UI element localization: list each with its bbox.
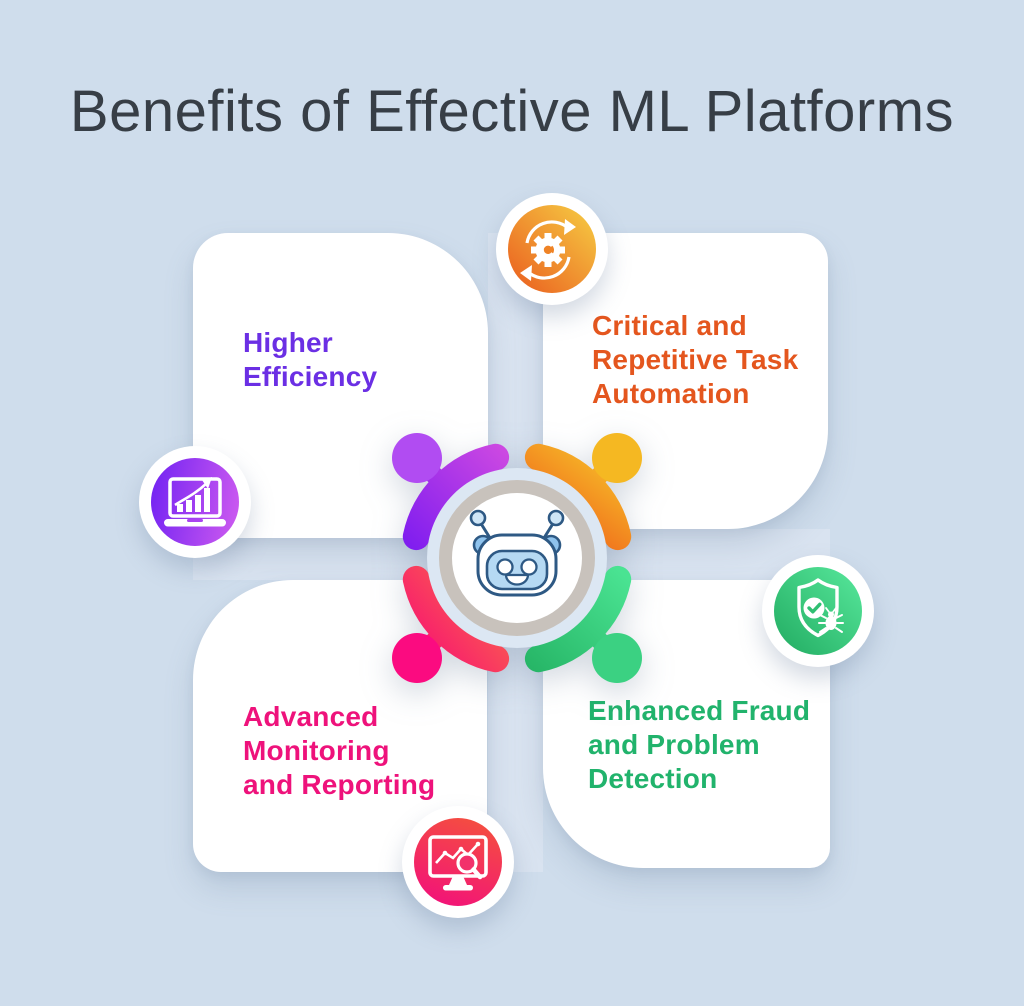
benefit-label-line: Monitoring (243, 735, 390, 766)
benefit-label-line: Higher (243, 327, 333, 358)
benefit-label: Critical and Repetitive Task Automation (592, 309, 798, 411)
higher-efficiency-badge-circle (151, 458, 239, 546)
robot-antenna-ball-left (469, 509, 487, 527)
benefit-label-line: Critical and (592, 310, 747, 341)
task-automation-badge-circle (508, 205, 596, 293)
robot-mouth (504, 573, 530, 586)
benefit-label-line: Efficiency (243, 361, 378, 392)
benefit-label: Enhanced Fraud and Problem Detection (588, 694, 810, 796)
benefit-label-line: Detection (588, 763, 718, 794)
monitoring-reporting-badge (402, 806, 514, 918)
page-title: Benefits of Effective ML Platforms (69, 79, 955, 144)
pink-node (392, 633, 442, 683)
purple-node (392, 433, 442, 483)
monitor-chart-magnifier-icon (428, 835, 488, 891)
robot-antenna-ball-right (547, 509, 565, 527)
benefit-label: Advanced Monitoring and Reporting (243, 700, 435, 802)
hub-ring-arcs (402, 443, 632, 673)
robot-face-icon (469, 509, 565, 597)
green-node (592, 633, 642, 683)
benefit-label-line: Repetitive Task (592, 344, 799, 375)
benefit-label: Higher Efficiency (243, 326, 377, 394)
task-automation-badge (496, 193, 608, 305)
pink-arc (402, 565, 510, 673)
purple-arc (402, 443, 510, 551)
higher-efficiency-badge (139, 446, 251, 558)
green-arc (524, 565, 632, 673)
fraud-detection-badge-circle (774, 567, 862, 655)
gear-sync-arrows-icon (520, 219, 576, 281)
laptop-growth-chart-icon (164, 477, 226, 527)
benefit-label-line: and Problem (588, 729, 760, 760)
benefit-label-line: Advanced (243, 701, 379, 732)
fraud-detection-badge (762, 555, 874, 667)
benefit-label-line: and Reporting (243, 769, 436, 800)
robot-eye-right (520, 558, 538, 576)
orange-arc (524, 443, 632, 551)
benefit-label-line: Automation (592, 378, 750, 409)
orange-node (592, 433, 642, 483)
robot-eye-left (496, 558, 514, 576)
benefit-label-line: Enhanced Fraud (588, 695, 811, 726)
central-hub-graphic (392, 433, 642, 683)
monitoring-reporting-badge-circle (414, 818, 502, 906)
shield-check-bug-icon (797, 578, 844, 638)
